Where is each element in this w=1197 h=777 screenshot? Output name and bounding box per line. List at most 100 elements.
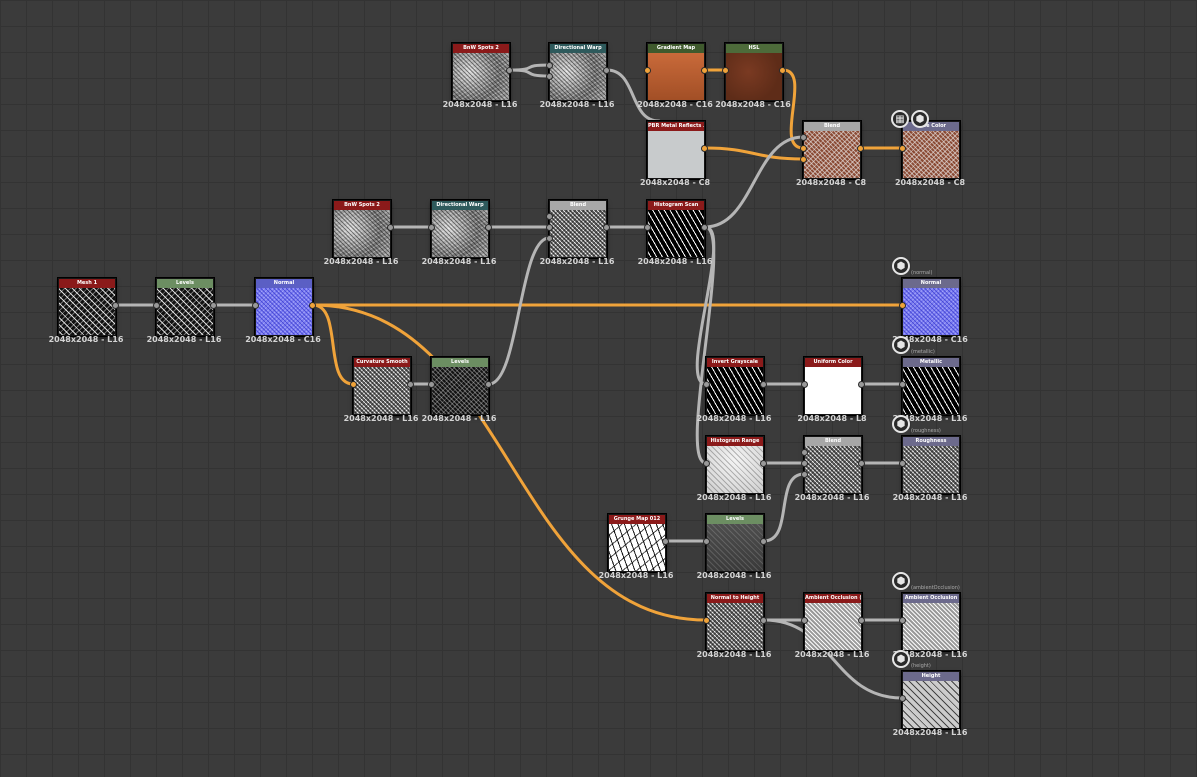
node-grunge-map[interactable]: Grunge Map 012 — [608, 514, 666, 572]
input-port[interactable] — [899, 302, 906, 309]
cube-icon[interactable]: ⬢ — [892, 572, 910, 590]
input-port[interactable] — [703, 460, 710, 467]
output-port[interactable] — [858, 381, 865, 388]
cube-icon[interactable]: ⬢ — [892, 257, 910, 275]
input-port[interactable] — [800, 156, 807, 163]
output-port[interactable] — [210, 302, 217, 309]
output-port[interactable] — [485, 224, 492, 231]
node-pbr-metal[interactable]: PBR Metal Reflects ... — [647, 121, 705, 179]
input-port[interactable] — [899, 381, 906, 388]
output-port[interactable] — [387, 224, 394, 231]
node-normal[interactable]: Normal — [255, 278, 313, 336]
node-metallic-out[interactable]: Metallic — [902, 357, 960, 415]
cube-icon[interactable]: ⬢ — [892, 336, 910, 354]
output-port[interactable] — [485, 381, 492, 388]
output-port[interactable] — [858, 617, 865, 624]
output-port[interactable] — [760, 460, 767, 467]
output-port[interactable] — [603, 67, 610, 74]
node-resolution: 2048x2048 - L16 — [539, 100, 615, 109]
cube-icon[interactable]: ⬢ — [892, 650, 910, 668]
output-port[interactable] — [779, 67, 786, 74]
input-port[interactable] — [800, 145, 807, 152]
node-dir-warp-mid[interactable]: Directional Warp — [431, 200, 489, 258]
input-port[interactable] — [722, 67, 729, 74]
output-port[interactable] — [407, 381, 414, 388]
cube-icon[interactable]: ⬢ — [911, 110, 929, 128]
output-port[interactable] — [662, 538, 669, 545]
node-bnw-spots-top[interactable]: BnW Spots 2 — [452, 43, 510, 101]
input-port[interactable] — [546, 73, 553, 80]
node-uniform-color[interactable]: Uniform Color — [804, 357, 862, 415]
output-port[interactable] — [857, 145, 864, 152]
node-blend-mid[interactable]: Blend — [549, 200, 607, 258]
input-port[interactable] — [899, 145, 906, 152]
wire-color[interactable] — [703, 146, 805, 161]
input-port[interactable] — [801, 617, 808, 624]
input-port[interactable] — [703, 538, 710, 545]
node-dir-warp-top[interactable]: Directional Warp — [549, 43, 607, 101]
output-port[interactable] — [309, 302, 316, 309]
node-height-out[interactable]: Height — [902, 671, 960, 729]
checker-icon[interactable]: ▦ — [891, 110, 909, 128]
input-port[interactable] — [899, 617, 906, 624]
node-title: Curvature Smooth — [354, 358, 410, 367]
node-gradient-map[interactable]: Gradient Map — [647, 43, 705, 101]
input-port[interactable] — [800, 134, 807, 141]
node-thumbnail — [805, 446, 861, 493]
node-ambient-occlusion[interactable]: Ambient Occlusion (... — [804, 593, 862, 651]
input-port[interactable] — [252, 302, 259, 309]
node-mesh[interactable]: Mesh 1 — [58, 278, 116, 336]
output-port[interactable] — [760, 381, 767, 388]
input-port[interactable] — [703, 617, 710, 624]
output-port[interactable] — [506, 67, 513, 74]
node-hsl[interactable]: HSL — [725, 43, 783, 101]
node-levels-low[interactable]: Levels — [706, 514, 764, 572]
node-ao-out[interactable]: Ambient Occlusion — [902, 593, 960, 651]
input-port[interactable] — [350, 381, 357, 388]
output-port[interactable] — [760, 538, 767, 545]
node-histogram-scan[interactable]: Histogram Scan — [647, 200, 705, 258]
input-port[interactable] — [801, 460, 808, 467]
input-port[interactable] — [546, 224, 553, 231]
output-port[interactable] — [701, 67, 708, 74]
output-port[interactable] — [760, 617, 767, 624]
input-port[interactable] — [153, 302, 160, 309]
output-port[interactable] — [603, 224, 610, 231]
output-port[interactable] — [701, 145, 708, 152]
input-port[interactable] — [899, 695, 906, 702]
node-levels-left[interactable]: Levels — [156, 278, 214, 336]
wire-color[interactable] — [311, 303, 355, 386]
output-port[interactable] — [701, 224, 708, 231]
wire-grayscale[interactable] — [762, 472, 806, 543]
input-port[interactable] — [644, 67, 651, 74]
cube-icon[interactable]: ⬢ — [892, 415, 910, 433]
node-histogram-range[interactable]: Histogram Range — [706, 436, 764, 494]
node-basecolor-out[interactable]: Base Color — [902, 121, 960, 179]
input-port[interactable] — [428, 381, 435, 388]
input-port[interactable] — [801, 471, 808, 478]
node-curvature[interactable]: Curvature Smooth — [353, 357, 411, 415]
input-port[interactable] — [546, 235, 553, 242]
node-normal-out[interactable]: Normal — [902, 278, 960, 336]
node-roughness-out[interactable]: Roughness — [902, 436, 960, 494]
input-port[interactable] — [428, 224, 435, 231]
input-port[interactable] — [546, 62, 553, 69]
wire-grayscale[interactable] — [508, 68, 551, 78]
output-port[interactable] — [858, 460, 865, 467]
node-normal-to-height[interactable]: Normal to Height — [706, 593, 764, 651]
output-port[interactable] — [112, 302, 119, 309]
node-levels-mid[interactable]: Levels — [431, 357, 489, 415]
node-bnw-spots-mid[interactable]: BnW Spots 2 — [333, 200, 391, 258]
node-invert-gray[interactable]: Invert Grayscale — [706, 357, 764, 415]
node-thumbnail — [707, 367, 763, 414]
node-blend-rough[interactable]: Blend — [804, 436, 862, 494]
node-blend-top[interactable]: Blend — [803, 121, 861, 179]
input-port[interactable] — [546, 213, 553, 220]
input-port[interactable] — [703, 381, 710, 388]
input-port[interactable] — [899, 460, 906, 467]
input-port[interactable] — [801, 449, 808, 456]
input-port[interactable] — [801, 381, 808, 388]
wire-grayscale[interactable] — [508, 63, 551, 72]
input-port[interactable] — [644, 224, 651, 231]
